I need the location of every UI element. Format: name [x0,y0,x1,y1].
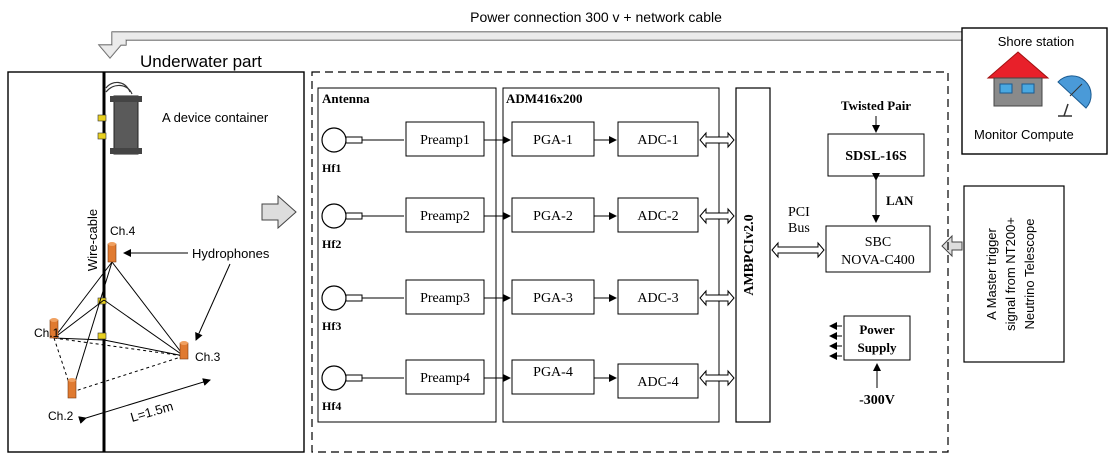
adc-label: ADC-4 [637,375,678,390]
house-icon [986,51,1050,107]
hydrophone-ch3 [179,341,189,360]
distance-dimension [78,378,211,424]
twisted-pair-label: Twisted Pair [841,98,911,113]
master-trigger-panel: A Master trigger signal from NT200+ Neut… [963,185,1065,363]
preamp-label: Preamp2 [420,209,470,224]
channel-row: Hf1 Preamp1 PGA-1 ADC-1 [321,121,735,175]
antenna-title: Antenna [322,91,370,106]
sbc-line1: SBC [865,235,891,250]
channel-row: Hf2 Preamp2 PGA-2 ADC-2 [321,197,735,251]
preamp-label: Preamp1 [420,133,470,148]
power-outputs [829,322,842,360]
hydrophone-ch2 [67,378,77,399]
pci-label: PCI [788,205,810,220]
device-container [97,81,142,155]
ch1-label: Ch.1 [34,326,60,340]
channel-row: Hf3 Preamp3 PGA-3 ADC-3 [321,279,735,333]
underwater-panel: Underwater part Wire-cable A device cont… [7,52,305,453]
pga-label: PGA-3 [533,291,573,306]
hydrophones-label: Hydrophones [192,246,270,261]
trigger-line1: A Master trigger [984,227,999,319]
trigger-line2: signal from NT200+ [1003,217,1018,331]
pga-label: PGA-2 [533,209,573,224]
adc-label: ADC-1 [637,133,678,148]
input-arrow [261,194,297,230]
ch3-label: Ch.3 [195,350,221,364]
adc-label: ADC-3 [637,291,678,306]
power-supply-line1: Power [859,322,895,337]
electronics-enclosure [311,71,949,453]
clamp [97,332,107,340]
device-container-label: A device container [162,110,269,125]
sbc-line2: NOVA-C400 [841,253,915,268]
pga-label: PGA-4 [533,365,573,380]
ambpci-bus [735,87,771,423]
preamp-label: Preamp3 [420,291,470,306]
power-cable-arrow [97,31,1059,59]
hydrophone-label: Hf1 [322,161,341,175]
preamp-label: Preamp4 [420,371,470,386]
hydrophone-ch1 [49,318,59,339]
adm-title: ADM416x200 [506,91,583,106]
adc-label: ADC-2 [637,209,678,224]
ch4-label: Ch.4 [110,224,136,238]
trigger-arrow [941,234,963,258]
sdsl-box [827,133,925,177]
sbc-box [825,225,931,273]
power-supply-box [843,315,911,361]
bus-label: Bus [788,221,810,236]
shore-station-panel: Shore station Monitor Compute [961,27,1108,155]
ch2-label: Ch.2 [48,409,74,423]
power-connection-label: Power connection 300 v + network cable [470,9,722,25]
satellite-dish-icon [1057,75,1092,117]
sdsl-label: SDSL-16S [845,149,907,164]
underwater-title: Underwater part [140,52,262,71]
trigger-line3: Neutrino Telescope [1022,218,1037,329]
pga-label: PGA-1 [533,133,573,148]
hydrophone-ch4 [107,242,117,263]
hydrophone-label: Hf3 [322,319,341,333]
hydrophone-frame [53,261,185,393]
monitor-computer-label: Monitor Compute [974,127,1074,142]
pci-bus-arrow [771,241,825,259]
hydrophone-label: Hf4 [322,399,341,413]
power-supply-line2: Supply [857,340,897,355]
voltage-label: -300V [859,393,895,408]
lan-label: LAN [886,193,914,208]
channel-row: Hf4 Preamp4 PGA-4 ADC-4 [321,359,735,413]
hydrophone-label: Hf2 [322,237,341,251]
wire-cable-label: Wire-cable [85,209,100,271]
shore-station-title: Shore station [998,34,1075,49]
ambpci-label: AMBPCIv2.0 [742,214,757,295]
